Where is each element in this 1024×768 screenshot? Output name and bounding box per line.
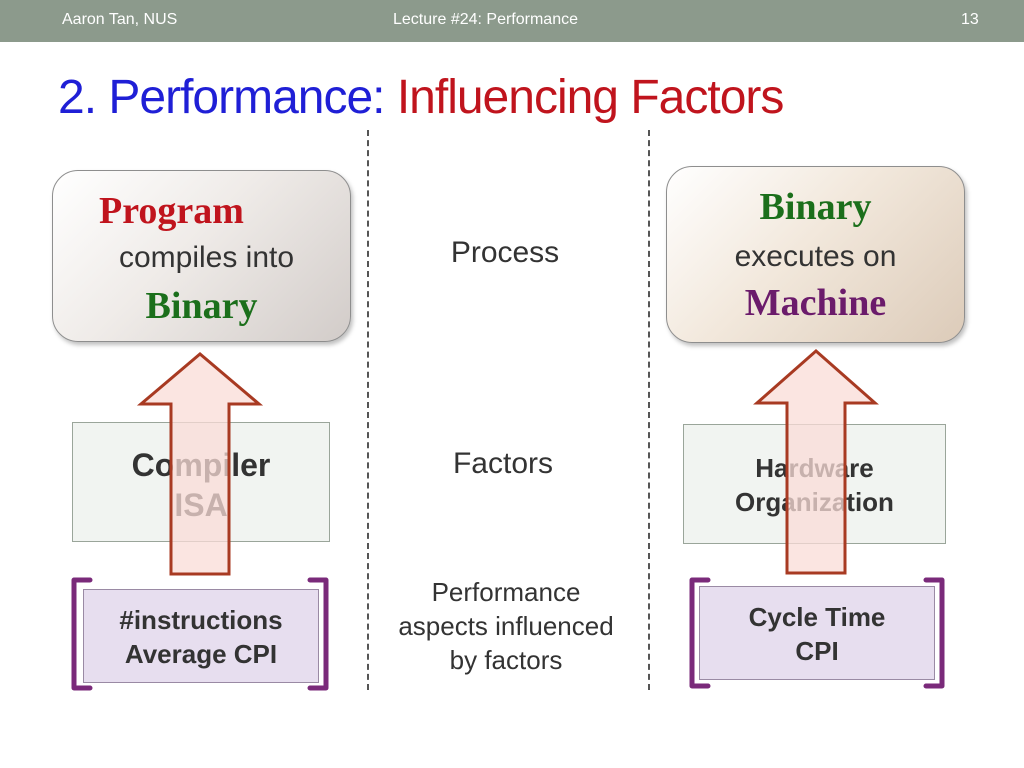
slide-title: 2. Performance: Influencing Factors	[58, 70, 785, 125]
bracket-icon-right-open	[689, 577, 711, 689]
binary-label-right: Binary	[759, 186, 872, 228]
machine-label: Machine	[744, 282, 887, 324]
bracket-icon-left-close	[307, 577, 329, 691]
instructions-cpi-box: #instructions Average CPI	[83, 589, 319, 683]
bracket-icon-right-close	[923, 577, 945, 689]
process-label: Process	[450, 236, 560, 269]
program-label: Program	[99, 190, 244, 232]
cpi-label: CPI	[795, 636, 839, 666]
executes-on-label: executes on	[734, 240, 897, 273]
aspects-line-3: by factors	[449, 645, 563, 675]
average-cpi-label: Average CPI	[124, 639, 278, 669]
aspects-line-2: aspects influenced	[398, 611, 614, 641]
performance-aspects-text: Performance aspects influenced by factor…	[378, 575, 634, 677]
up-arrow-icon-right	[753, 349, 879, 575]
cycle-time-label: Cycle Time	[748, 602, 886, 632]
aspects-line-1: Performance	[431, 577, 581, 607]
binary-label-left: Binary	[145, 285, 258, 327]
divider-left	[367, 130, 369, 690]
up-arrow-icon-left	[136, 352, 264, 576]
page-number: 13	[961, 11, 979, 28]
header-bar: Aaron Tan, NUS Lecture #24: Performance …	[0, 0, 1024, 42]
program-compiles-box: Program compiles into Binary	[52, 170, 351, 342]
cycle-time-cpi-box: Cycle Time CPI	[699, 586, 935, 680]
title-part-1: 2. Performance:	[58, 71, 397, 124]
title-part-2: Influencing Factors	[396, 71, 785, 124]
compiles-into-label: compiles into	[118, 241, 295, 274]
divider-right	[648, 130, 650, 690]
lecture-label: Lecture #24: Performance	[393, 11, 578, 28]
factors-label: Factors	[452, 447, 554, 480]
binary-executes-box: Binary executes on Machine	[666, 166, 965, 343]
instructions-label: #instructions	[119, 605, 283, 635]
author-label: Aaron Tan, NUS	[62, 11, 178, 28]
bracket-icon-left-open	[71, 577, 93, 691]
